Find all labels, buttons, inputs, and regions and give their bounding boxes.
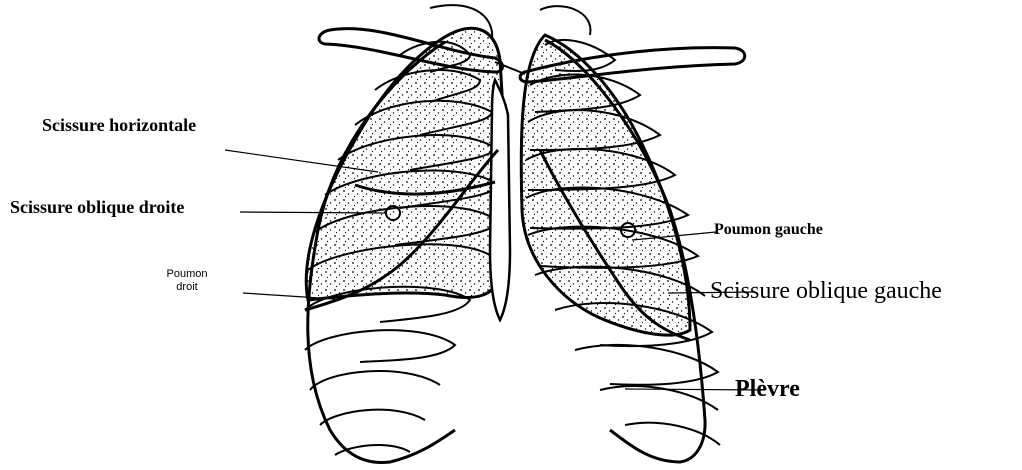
label-scissure-horizontale: Scissure horizontale bbox=[42, 116, 196, 134]
label-poumon-droit-line2: droit bbox=[176, 281, 197, 293]
sternum bbox=[490, 80, 510, 320]
label-scissure-oblique-droite: Scissure oblique droite bbox=[10, 198, 184, 216]
label-poumon-droit: Poumon droit bbox=[153, 268, 221, 293]
left-lung bbox=[521, 35, 690, 335]
label-plevre: Plèvre bbox=[735, 377, 800, 401]
label-scissure-oblique-gauche: Scissure oblique gauche bbox=[710, 279, 942, 303]
label-poumon-gauche: Poumon gauche bbox=[714, 222, 823, 238]
label-poumon-droit-line1: Poumon bbox=[167, 268, 208, 280]
